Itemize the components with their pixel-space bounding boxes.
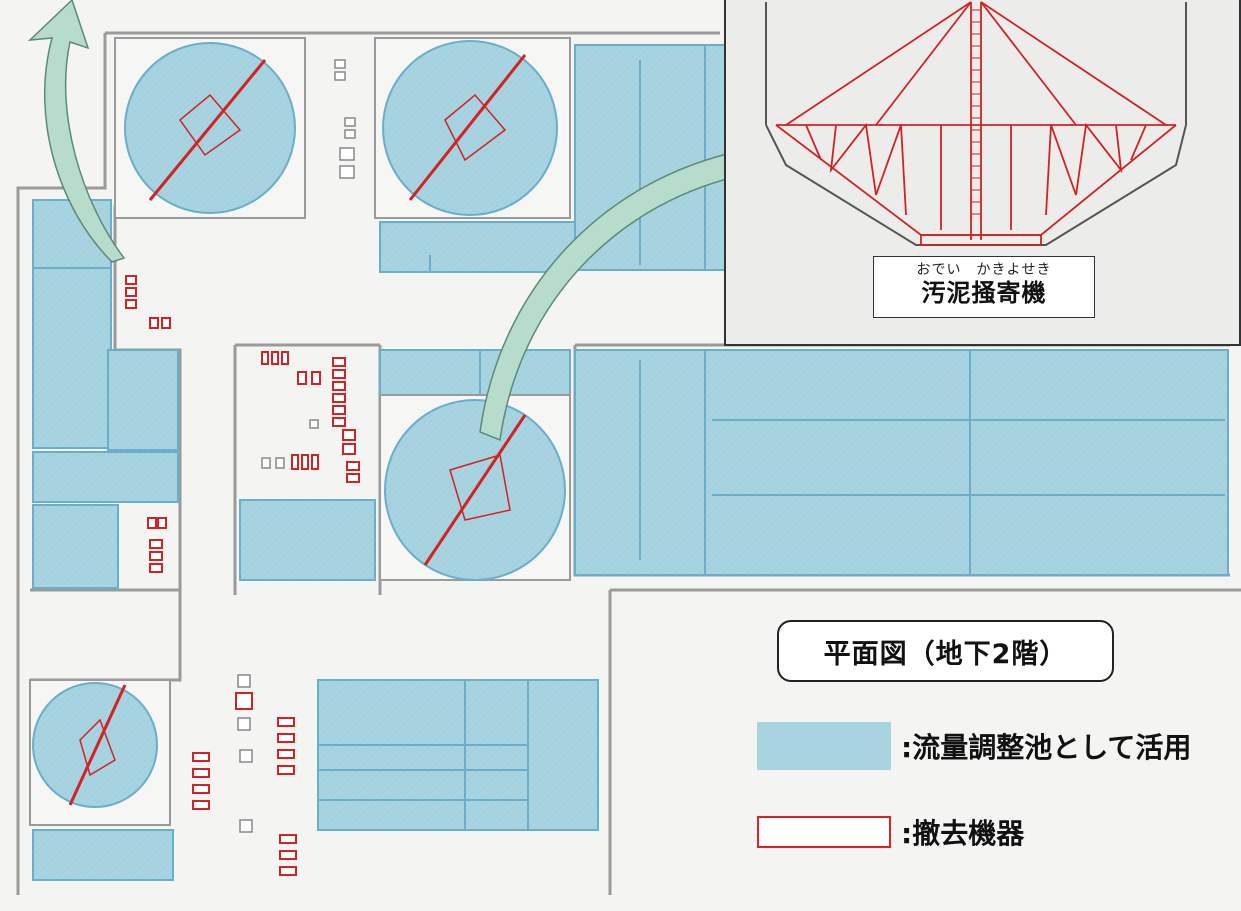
plan-title: 平面図（地下2階） (777, 620, 1114, 682)
tank-left-mid (107, 349, 179, 451)
legend-flow-swatch (757, 722, 891, 770)
device-caption: おでい かきよせき 汚泥掻寄機 (873, 256, 1095, 318)
tank-left-band (32, 451, 179, 503)
legend-flow: :流量調整池として活用 (757, 722, 1191, 770)
legend-remove: :撤去機器 (757, 812, 1024, 852)
retained-equipment (237, 59, 356, 833)
tank-large-c (969, 349, 1229, 576)
device-ruby: おでい かきよせき (916, 262, 1052, 278)
up-left-arrow-icon (27, 0, 126, 263)
tank-top-mid-strip (379, 221, 576, 273)
tank-center (239, 499, 376, 581)
tank-left-lower (32, 504, 119, 589)
tank-bottom-c (527, 679, 599, 831)
tank-bottom-a (317, 679, 529, 771)
tank-large-b (704, 349, 971, 576)
clarifier-4 (32, 682, 158, 808)
scraper-callout: おでい かきよせき 汚泥掻寄機 (724, 0, 1241, 346)
scraper-drawing (765, 1, 1187, 246)
tank-dividers (318, 60, 1225, 830)
removed-equipment (125, 275, 360, 876)
clarifier-2 (382, 40, 558, 216)
tank-bottom-left (32, 829, 174, 881)
tank-mid-strip (379, 349, 571, 396)
flow-regulation-tanks (32, 44, 1229, 881)
legend-remove-label: :撤去機器 (901, 817, 1025, 850)
scraper-bridges (68, 54, 527, 806)
legend-remove-swatch (757, 816, 891, 848)
device-name: 汚泥掻寄機 (921, 279, 1047, 307)
legend-flow-label: :流量調整池として活用 (901, 731, 1192, 764)
tank-left-upper (32, 267, 112, 449)
